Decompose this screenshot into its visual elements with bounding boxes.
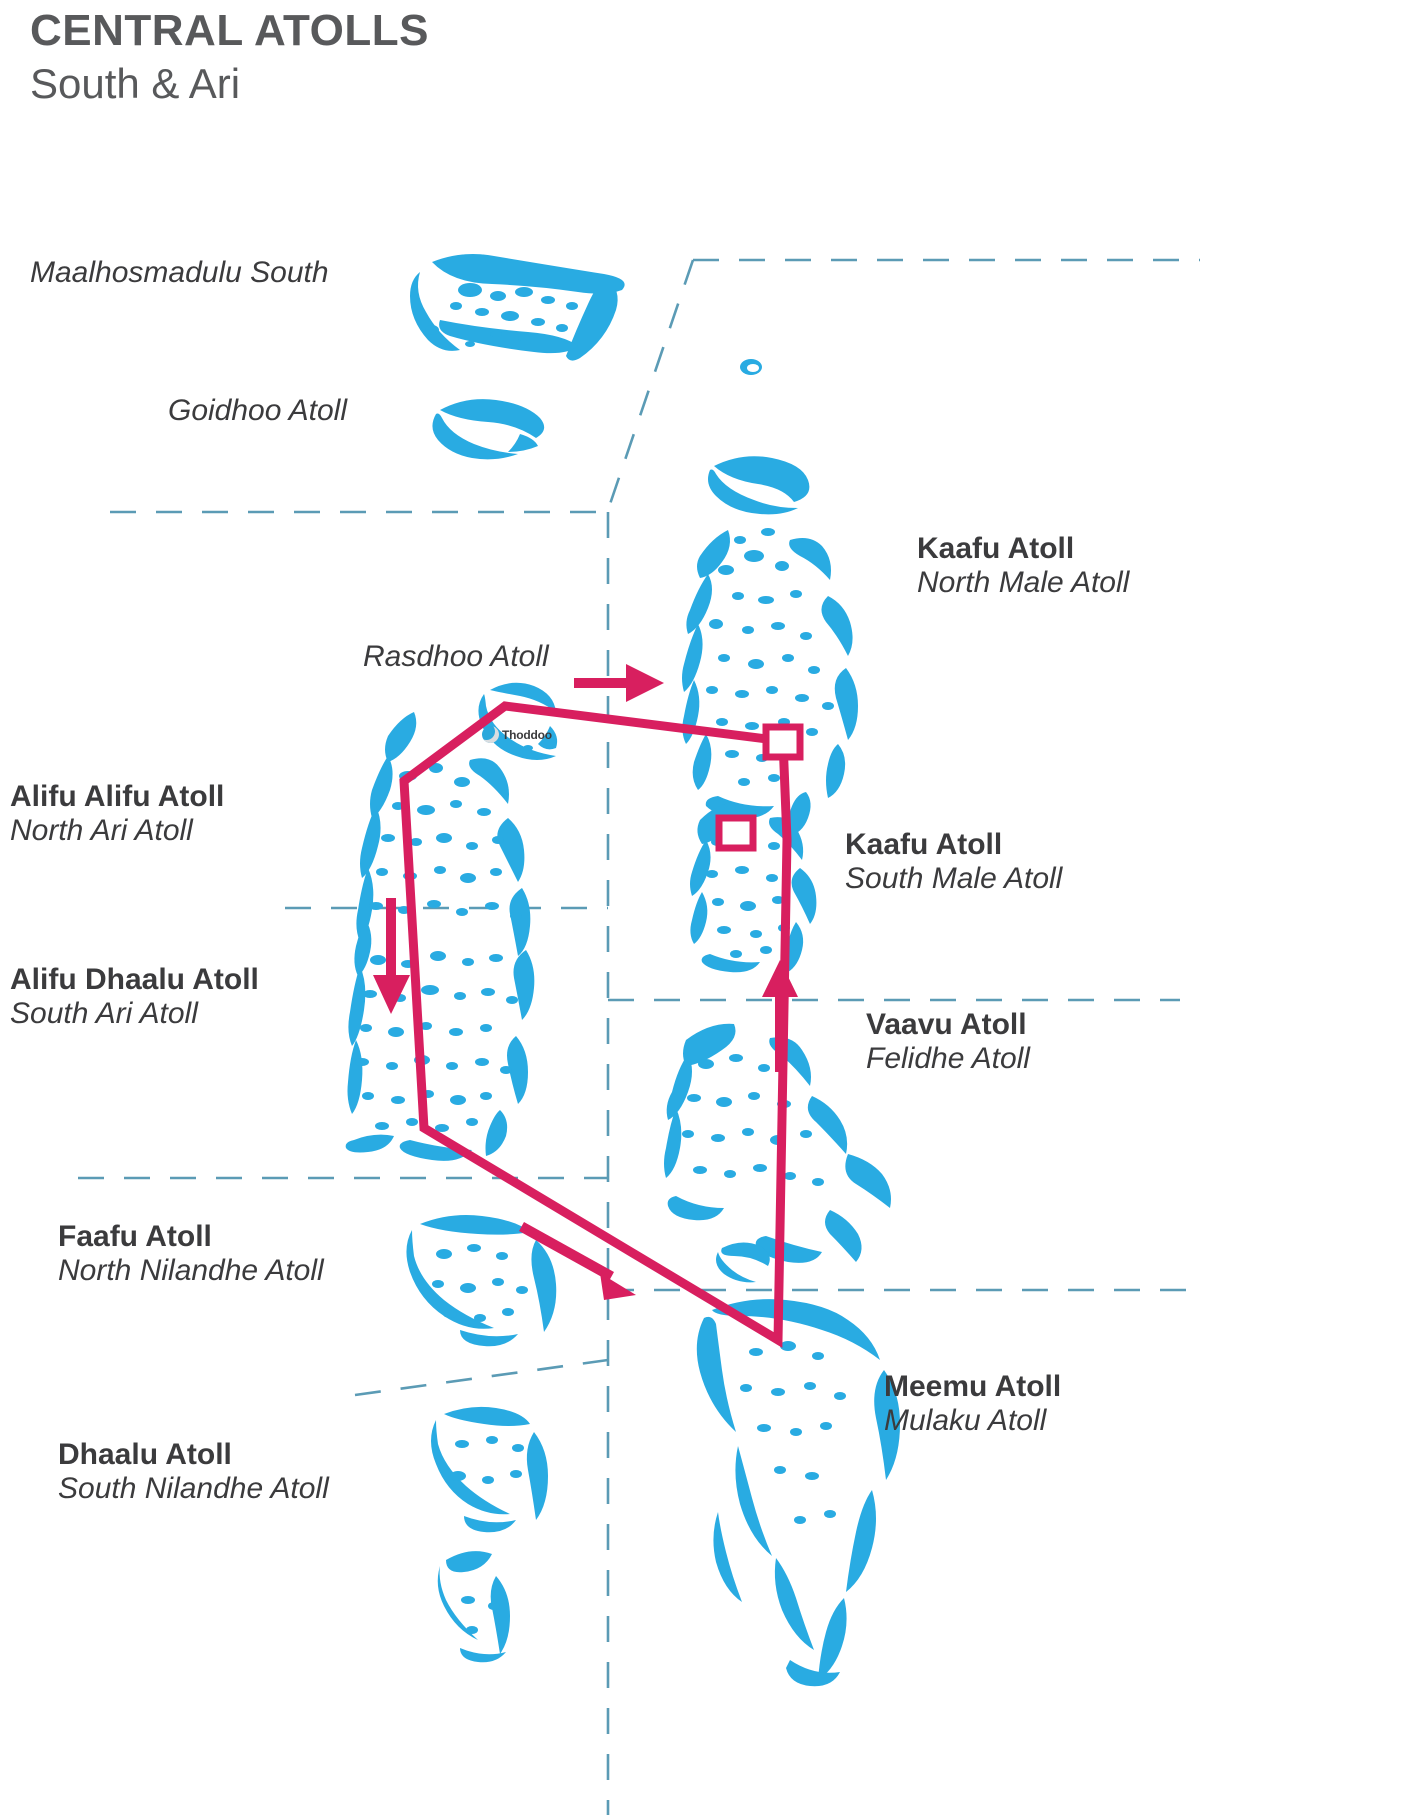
label-goidhoo-atoll: Goidhoo Atoll bbox=[168, 394, 348, 427]
label-vaavu: Vaavu Atoll Felidhe Atoll bbox=[866, 1008, 1030, 1075]
atoll-alifu-dhaalu-south-ari bbox=[345, 920, 535, 1161]
page-title: CENTRAL ATOLLS bbox=[30, 6, 429, 55]
atoll-maalhosmadulu-south bbox=[410, 254, 625, 361]
thoddoo-label: Thoddoo bbox=[502, 727, 552, 742]
label-alifu-dhaalu-official: Alifu Dhaalu Atoll bbox=[10, 963, 259, 996]
route-station-markers bbox=[715, 723, 804, 852]
boundary-dhaalu-north bbox=[354, 1358, 609, 1397]
label-maalhosmadulu-south: Maalhosmadulu South bbox=[30, 256, 329, 289]
administrative-boundaries bbox=[78, 258, 1200, 1815]
station-marker-south-male bbox=[715, 814, 757, 852]
atoll-dhaalu-south-nilandhe bbox=[431, 1406, 548, 1663]
label-kaafu-south-male: Kaafu Atoll South Male Atoll bbox=[845, 828, 1062, 895]
arrow-north-to-south-male bbox=[762, 960, 798, 1072]
label-kaafu-north-male-traditional: North Male Atoll bbox=[917, 565, 1130, 599]
atoll-faafu-north-nilandhe bbox=[406, 1215, 557, 1347]
arrow-east-to-north-male bbox=[574, 664, 664, 702]
arrow-south-along-ari bbox=[373, 898, 410, 1014]
page-subtitle: South & Ari bbox=[30, 60, 241, 108]
boundary-north-diagonal bbox=[606, 259, 695, 511]
thoddoo-island-dot-icon bbox=[482, 726, 499, 743]
label-alifu-dhaalu: Alifu Dhaalu Atoll South Ari Atoll bbox=[10, 963, 259, 1030]
label-faafu: Faafu Atoll North Nilandhe Atoll bbox=[58, 1220, 324, 1287]
island-marker-thoddoo: Thoddoo bbox=[482, 726, 552, 743]
station-marker-north-male bbox=[762, 723, 804, 761]
atoll-kaafu-north-male bbox=[682, 456, 858, 836]
label-kaafu-north-male: Kaafu Atoll North Male Atoll bbox=[917, 532, 1129, 599]
label-vaavu-official: Vaavu Atoll bbox=[866, 1008, 1027, 1041]
label-kaafu-north-male-official: Kaafu Atoll bbox=[917, 532, 1075, 565]
atoll-vaavu-felidhe bbox=[664, 1023, 891, 1283]
atoll-meemu-mulaku bbox=[696, 1299, 900, 1687]
label-alifu-alifu: Alifu Alifu Atoll North Ari Atoll bbox=[10, 780, 224, 847]
label-faafu-official: Faafu Atoll bbox=[58, 1220, 212, 1253]
route-direction-arrows bbox=[373, 664, 798, 1300]
atoll-kaafu-south-male bbox=[690, 802, 817, 973]
arrow-west-to-faafu bbox=[519, 1222, 636, 1300]
label-alifu-alifu-official: Alifu Alifu Atoll bbox=[10, 780, 225, 813]
label-faafu-traditional: North Nilandhe Atoll bbox=[58, 1253, 324, 1287]
atoll-goidhoo bbox=[432, 399, 545, 460]
label-meemu-official: Meemu Atoll bbox=[884, 1370, 1062, 1403]
title-block: CENTRAL ATOLLS South & Ari bbox=[30, 6, 429, 108]
label-meemu-traditional: Mulaku Atoll bbox=[884, 1403, 1047, 1437]
label-rasdhoo-atoll: Rasdhoo Atoll bbox=[363, 640, 549, 673]
label-vaavu-traditional: Felidhe Atoll bbox=[866, 1041, 1030, 1075]
atoll-alifu-alifu-north-ari bbox=[356, 712, 531, 956]
atoll-small-island-ne bbox=[740, 359, 762, 375]
label-meemu: Meemu Atoll Mulaku Atoll bbox=[884, 1370, 1061, 1437]
label-kaafu-south-male-traditional: South Male Atoll bbox=[845, 861, 1063, 895]
label-dhaalu: Dhaalu Atoll South Nilandhe Atoll bbox=[58, 1438, 329, 1505]
label-alifu-alifu-traditional: North Ari Atoll bbox=[10, 813, 193, 847]
atoll-rasdhoo bbox=[478, 682, 558, 760]
label-alifu-dhaalu-traditional: South Ari Atoll bbox=[10, 996, 198, 1030]
label-dhaalu-official: Dhaalu Atoll bbox=[58, 1438, 232, 1471]
label-kaafu-south-male-official: Kaafu Atoll bbox=[845, 828, 1003, 861]
label-dhaalu-traditional: South Nilandhe Atoll bbox=[58, 1471, 329, 1505]
